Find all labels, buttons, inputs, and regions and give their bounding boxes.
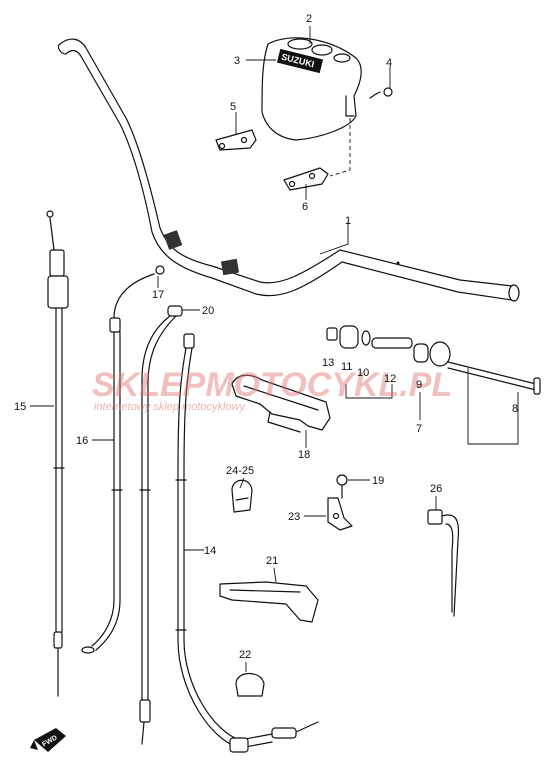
part-bracket-23 bbox=[327, 497, 353, 531]
callout-8: 8 bbox=[512, 403, 518, 415]
callout-9: 9 bbox=[416, 379, 422, 391]
callout-3: 3 bbox=[234, 55, 240, 67]
callout-2: 2 bbox=[306, 13, 312, 25]
callout-1: 1 bbox=[345, 215, 351, 227]
callout-4: 4 bbox=[386, 57, 392, 69]
leader-lines bbox=[30, 26, 437, 672]
part-bracket-21 bbox=[219, 581, 319, 623]
part-handlebar-cover: SUZUKI bbox=[261, 37, 362, 141]
callout-21: 21 bbox=[266, 555, 278, 567]
callout-12: 12 bbox=[384, 373, 396, 385]
part-bracket-5 bbox=[215, 129, 257, 151]
fwd-arrow: FWD bbox=[30, 728, 66, 752]
callout-labels: 1 2 3 4 5 6 7 8 9 10 11 12 13 14 15 16 1… bbox=[14, 13, 518, 661]
watermark: SKLEPMOTOCYKL.PL internetowy sklep motoc… bbox=[92, 366, 452, 413]
part-holder-assembly bbox=[326, 325, 541, 395]
part-cable-tie-26 bbox=[427, 509, 460, 617]
part-bolt-19 bbox=[336, 474, 348, 499]
part-cable-15 bbox=[46, 210, 69, 697]
watermark-sub-text: internetowy sklep motocyklowy bbox=[94, 401, 247, 413]
part-clamp-24-25 bbox=[231, 479, 253, 513]
callout-24-25: 24-25 bbox=[226, 465, 254, 477]
callout-22: 22 bbox=[239, 649, 251, 661]
part-bracket-6 bbox=[283, 167, 329, 191]
part-cable-14 bbox=[175, 333, 319, 753]
callout-6: 6 bbox=[302, 201, 308, 213]
callout-20: 20 bbox=[202, 305, 214, 317]
part-handlebar bbox=[57, 38, 520, 302]
watermark-main-text: SKLEPMOTOCYKL.PL bbox=[92, 366, 452, 404]
callout-5: 5 bbox=[230, 101, 236, 113]
callout-7: 7 bbox=[416, 423, 422, 435]
part-clamp-22 bbox=[235, 672, 265, 697]
callout-13: 13 bbox=[322, 357, 334, 369]
callout-26: 26 bbox=[430, 483, 442, 495]
callout-17: 17 bbox=[152, 289, 164, 301]
part-screw-4 bbox=[369, 87, 393, 99]
callout-16: 16 bbox=[76, 435, 88, 447]
callout-23: 23 bbox=[288, 511, 300, 523]
part-cable-16 bbox=[81, 265, 165, 654]
callout-14: 14 bbox=[204, 545, 216, 557]
part-cable-20 bbox=[139, 305, 183, 745]
callout-19: 19 bbox=[372, 475, 384, 487]
callout-15: 15 bbox=[14, 401, 26, 413]
part-holder-18 bbox=[231, 374, 331, 433]
callout-10: 10 bbox=[357, 367, 369, 379]
callout-18: 18 bbox=[298, 449, 310, 461]
callout-11: 11 bbox=[341, 361, 352, 373]
